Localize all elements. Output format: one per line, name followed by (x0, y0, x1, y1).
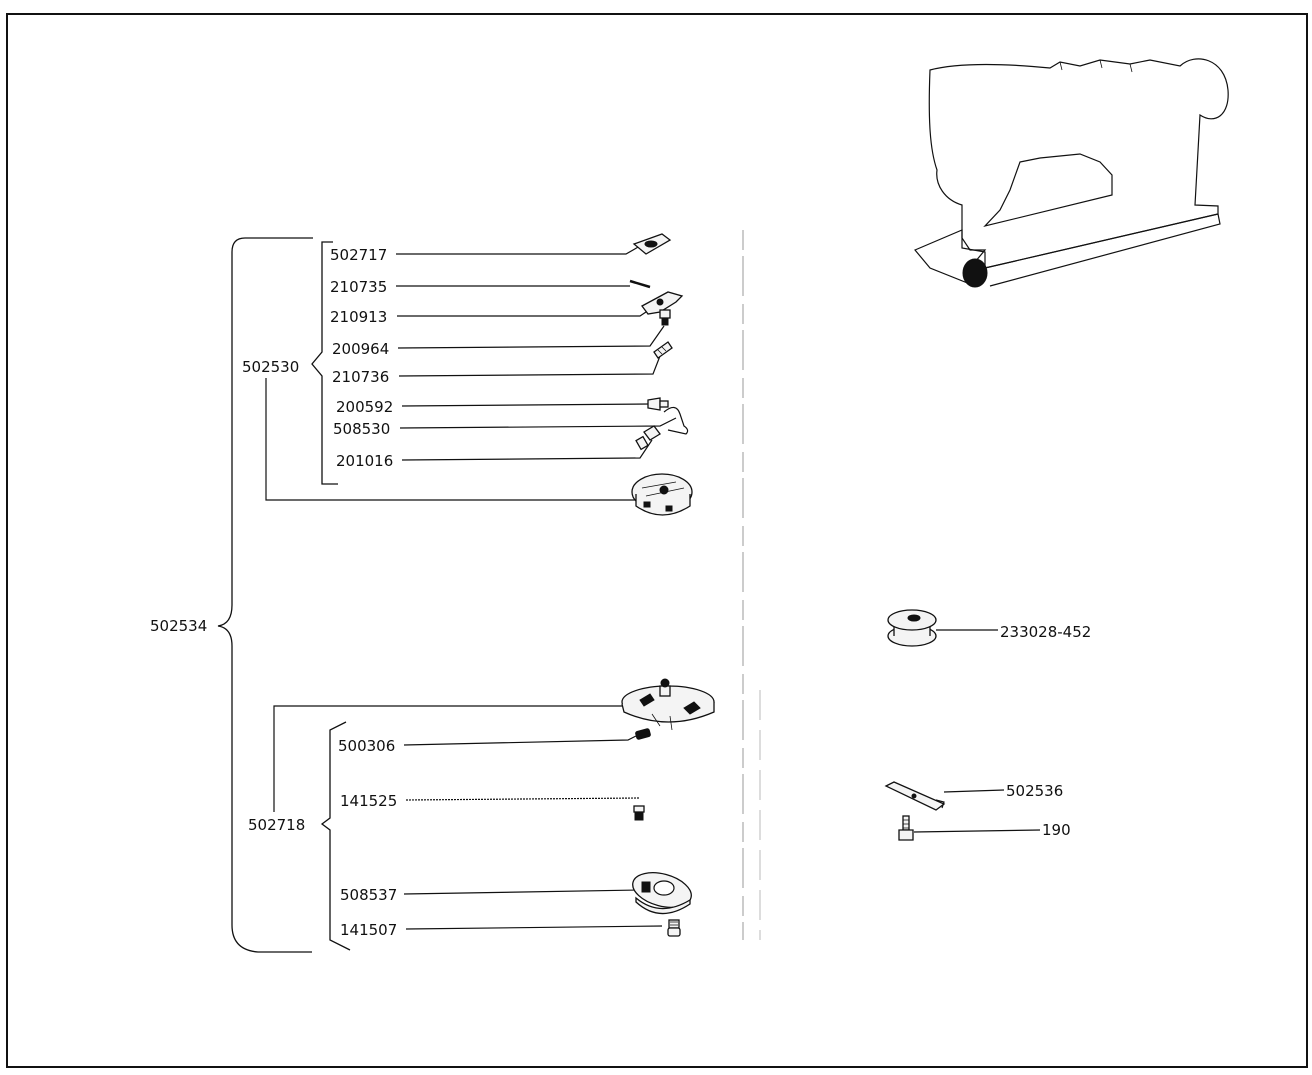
screw-201016-icon (635, 425, 661, 451)
bracket-502530 (311, 241, 338, 485)
tension-spring-icon (641, 291, 684, 315)
leader-508530 (399, 417, 677, 429)
hook-gib-icon (632, 872, 692, 915)
sewing-machine-icon (914, 58, 1229, 288)
leader-201016 (401, 439, 653, 461)
bobbin-case-icon (631, 473, 693, 516)
label-bobbin: 233028-452 (1000, 623, 1091, 641)
screw-500306-icon (635, 728, 651, 740)
label-502534: 502534 (150, 617, 207, 635)
bracket-502718 (320, 721, 351, 951)
leader-502718 (273, 705, 626, 812)
label-502530: 502530 (242, 358, 299, 376)
label-502718: 502718 (248, 816, 305, 834)
pin-icon (629, 279, 651, 289)
hook-assembly-icon (621, 678, 715, 731)
leader-210736 (398, 355, 661, 377)
label-200964: 200964 (332, 340, 389, 358)
label-210913: 210913 (330, 308, 387, 326)
leader-141525 (405, 797, 641, 801)
label-190: 190 (1042, 821, 1071, 839)
latch-508530-icon (663, 406, 689, 435)
screw-190-icon (898, 815, 914, 841)
leader-502530 (265, 378, 640, 501)
plate-502536-icon (884, 781, 946, 811)
screw-141525-icon (633, 805, 645, 821)
label-141525: 141525 (340, 792, 397, 810)
leader-190 (913, 829, 1041, 833)
label-210735: 210735 (330, 278, 387, 296)
screw-200592-icon (647, 397, 669, 411)
label-210736: 210736 (332, 368, 389, 386)
page-frame (6, 13, 1308, 1068)
screw-141507-icon (667, 919, 681, 937)
leader-141507 (405, 925, 663, 930)
label-502536: 502536 (1006, 782, 1063, 800)
bobbin-icon (887, 609, 937, 647)
leader-500306 (403, 735, 637, 746)
leader-200964 (397, 325, 665, 349)
bracket-502534 (217, 237, 313, 953)
label-508537: 508537 (340, 886, 397, 904)
set-screw-icon (653, 341, 673, 359)
leader-502717 (396, 245, 641, 255)
label-500306: 500306 (338, 737, 395, 755)
handwheel-icon (962, 258, 988, 288)
leader-200592 (401, 403, 651, 407)
leader-508537 (403, 889, 641, 895)
label-201016: 201016 (336, 452, 393, 470)
label-200592: 200592 (336, 398, 393, 416)
label-502717: 502717 (330, 246, 387, 264)
throat-plate-icon (632, 233, 672, 255)
leader-210913 (397, 307, 653, 317)
screw-200964-icon (659, 309, 671, 326)
label-141507: 141507 (340, 921, 397, 939)
label-508530: 508530 (333, 420, 390, 438)
leader-502536 (943, 789, 1005, 793)
